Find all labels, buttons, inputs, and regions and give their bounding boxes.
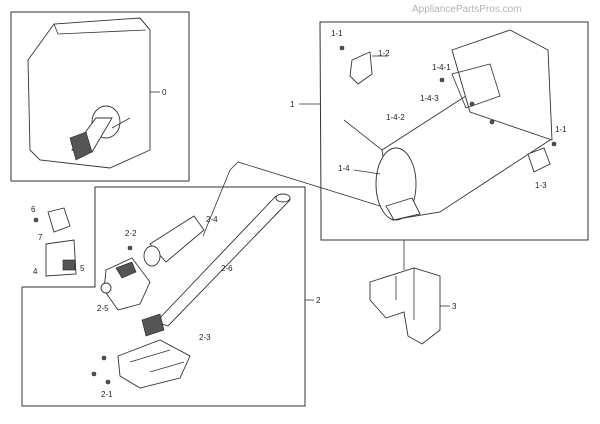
screw-2-2: [127, 245, 133, 251]
bracket-3: [369, 267, 441, 345]
base-plate-2-3: [117, 339, 191, 389]
part-7: [47, 207, 71, 233]
label-5: 5: [80, 264, 85, 273]
label-7: 7: [38, 233, 43, 242]
label-2-6: 2-6: [221, 264, 233, 273]
shaft-pulley: [141, 313, 165, 337]
dryer-cabinet-outline: [27, 17, 151, 169]
part-5: [62, 259, 76, 271]
label-2-2: 2-2: [125, 229, 137, 238]
drive-shaft-2-6: [155, 195, 291, 327]
label-0: 0: [162, 88, 167, 97]
bracket-1-2: [349, 51, 373, 85]
watermark: AppliancePartsPros.com: [412, 4, 522, 15]
screw-1-1-right: [551, 141, 557, 147]
thermostat-1-3: [527, 147, 551, 173]
assembly-1-heater: 1 1-1 1-2 1-4-1 1-4-3 1-4-2 1-4 1-1 1-3: [290, 21, 589, 241]
label-1-4-3: 1-4-3: [420, 94, 439, 103]
assembly-0-overview: 0: [10, 11, 190, 182]
label-2-4: 2-4: [206, 215, 218, 224]
label-2-5: 2-5: [97, 304, 109, 313]
label-1-1-top: 1-1: [331, 29, 343, 38]
label-1-3: 1-3: [535, 181, 547, 190]
label-2: 2: [316, 296, 321, 305]
housing-flange: [385, 197, 421, 221]
label-1-4-1: 1-4-1: [432, 63, 451, 72]
label-2-3: 2-3: [199, 333, 211, 342]
label-2-1: 2-1: [101, 390, 113, 399]
assembly-2-frame: [21, 186, 306, 407]
motor-bracket-2-4: [149, 215, 205, 263]
heater-cover-1-4-3: [451, 29, 553, 141]
overview-frame: [10, 11, 190, 182]
overview-motor: [69, 131, 93, 161]
screw-6: [33, 217, 39, 223]
label-3: 3: [452, 302, 457, 311]
part-4: [45, 239, 77, 277]
assembly-1-frame: [319, 21, 589, 241]
screw-2-1: [105, 379, 111, 385]
label-1-1-right: 1-1: [555, 125, 567, 134]
label-1-4-2: 1-4-2: [386, 113, 405, 122]
label-1-2: 1-2: [378, 49, 390, 58]
label-4: 4: [33, 267, 38, 276]
assembly-2-drive: 2 2-6 2-4 2-2 2-5 2-3 2-1: [21, 186, 321, 407]
label-1-4: 1-4: [338, 164, 350, 173]
screw-1-1-top: [339, 45, 345, 51]
label-1: 1: [290, 100, 295, 109]
part-3-bracket: 3: [369, 267, 457, 345]
label-6: 6: [31, 205, 36, 214]
loose-parts-4-7: 6 7 4 5: [31, 205, 85, 277]
